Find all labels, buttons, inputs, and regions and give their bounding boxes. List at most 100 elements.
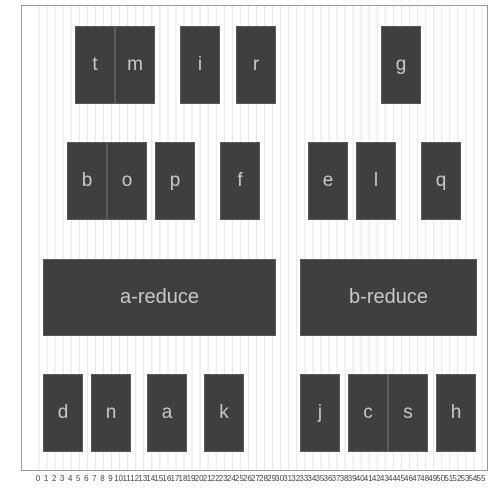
task-box-j: j (300, 374, 340, 452)
axis-tick-label: 32 (291, 474, 301, 483)
task-label: n (105, 402, 117, 423)
task-label: s (403, 402, 413, 423)
axis-tick-label: 37 (331, 474, 341, 483)
axis-tick-label: 6 (84, 474, 89, 483)
task-label: l (373, 170, 379, 191)
task-box-d: d (43, 374, 83, 452)
axis-tick-label: 25 (234, 474, 244, 483)
task-box-q: q (421, 142, 461, 220)
task-label: i (197, 54, 203, 75)
axis-tick-label: 42 (371, 474, 381, 483)
axis-tick-label: 20 (194, 474, 204, 483)
axis-tick-label: 22 (210, 474, 220, 483)
axis-tick-label: 29 (267, 474, 277, 483)
task-box-k: k (204, 374, 244, 452)
axis-tick-label: 35 (315, 474, 325, 483)
axis-tick-label: 52 (452, 474, 462, 483)
axis-tick-label: 8 (100, 474, 105, 483)
task-label: c (363, 402, 373, 423)
axis-tick-label: 54 (468, 474, 478, 483)
task-label: g (395, 54, 407, 75)
axis-tick-label: 1 (43, 474, 49, 483)
task-label: e (322, 170, 334, 191)
axis-tick-label: 14 (146, 474, 156, 483)
task-label: h (450, 402, 462, 423)
task-box-b-reduce: b-reduce (300, 259, 477, 336)
axis-tick-label: 17 (170, 474, 180, 483)
axis-tick-label: 53 (460, 474, 470, 483)
task-box-l: l (356, 142, 396, 220)
axis-tick-label: 21 (202, 474, 212, 483)
task-label: r (252, 54, 260, 75)
axis-tick-label: 51 (444, 474, 454, 483)
axis-tick-label: 33 (299, 474, 309, 483)
axis-tick-label: 50 (436, 474, 446, 483)
axis-tick-label: 9 (108, 474, 113, 483)
task-label: d (57, 402, 69, 423)
axis-tick-label: 43 (379, 474, 389, 483)
task-box-g: g (381, 26, 421, 104)
task-box-a-reduce: a-reduce (43, 259, 276, 336)
task-box-n: n (91, 374, 131, 452)
task-label: b (81, 170, 93, 191)
task-box-s: s (388, 374, 428, 452)
axis-tick-label: 23 (218, 474, 228, 483)
task-box-m: m (115, 26, 155, 104)
axis-tick-label: 36 (323, 474, 333, 483)
task-box-f: f (220, 142, 260, 220)
axis-tick-label: 48 (420, 474, 430, 483)
task-label: a-reduce (120, 286, 199, 308)
task-label: j (317, 402, 323, 423)
axis-tick-label: 0 (35, 474, 41, 483)
axis-tick-label: 44 (387, 474, 397, 483)
task-box-o: o (107, 142, 147, 220)
task-label: f (237, 170, 243, 191)
task-box-p: p (155, 142, 195, 220)
axis-tick-label: 39 (347, 474, 357, 483)
task-box-t: t (75, 26, 115, 104)
axis-tick-label: 40 (355, 474, 365, 483)
axis-tick-label: 3 (59, 474, 65, 483)
axis-tick-label: 26 (242, 474, 252, 483)
task-label: p (169, 170, 181, 191)
axis-tick-label: 24 (226, 474, 236, 483)
axis-tick-label: 2 (51, 474, 57, 483)
axis-tick-label: 18 (178, 474, 188, 483)
task-box-a: a (147, 374, 187, 452)
axis-tick-label: 38 (339, 474, 349, 483)
task-box-i: i (180, 26, 220, 104)
axis-tick-label: 55 (476, 474, 486, 483)
task-box-e: e (308, 142, 348, 220)
diagram-panel: t m i r g b o p f e l q a-reduce b-reduc… (21, 5, 488, 471)
task-label: t (92, 54, 98, 75)
axis-tick-label: 19 (186, 474, 196, 483)
axis-tick-label: 16 (162, 474, 172, 483)
task-label: k (219, 402, 229, 423)
axis-tick-label: 4 (67, 474, 73, 483)
axis-tick-label: 46 (404, 474, 413, 483)
axis-tick-label: 13 (138, 474, 148, 483)
axis-tick-label: 27 (251, 474, 260, 483)
task-box-r: r (236, 26, 276, 104)
axis-tick-label: 47 (412, 474, 422, 483)
axis-tick-label: 10 (114, 474, 123, 483)
axis-tick-label: 15 (154, 474, 164, 483)
task-label: b-reduce (349, 286, 428, 308)
axis-tick-label: 11 (122, 474, 131, 483)
axis-tick-label: 7 (92, 474, 97, 483)
axis-tick-label: 28 (259, 474, 268, 483)
axis-tick-label: 30 (275, 474, 285, 483)
axis-tick-label: 5 (76, 474, 81, 483)
axis-tick-label: 34 (307, 474, 317, 483)
task-label: o (121, 170, 133, 191)
task-box-b: b (67, 142, 107, 220)
task-box-c: c (348, 374, 388, 452)
task-box-h: h (436, 374, 476, 452)
task-label: m (127, 54, 143, 75)
axis-tick-label: 41 (363, 474, 373, 483)
axis-tick-label: 31 (283, 474, 293, 483)
axis-tick-label: 12 (130, 474, 140, 483)
axis-tick-label: 49 (428, 474, 438, 483)
task-label: a (161, 402, 173, 423)
